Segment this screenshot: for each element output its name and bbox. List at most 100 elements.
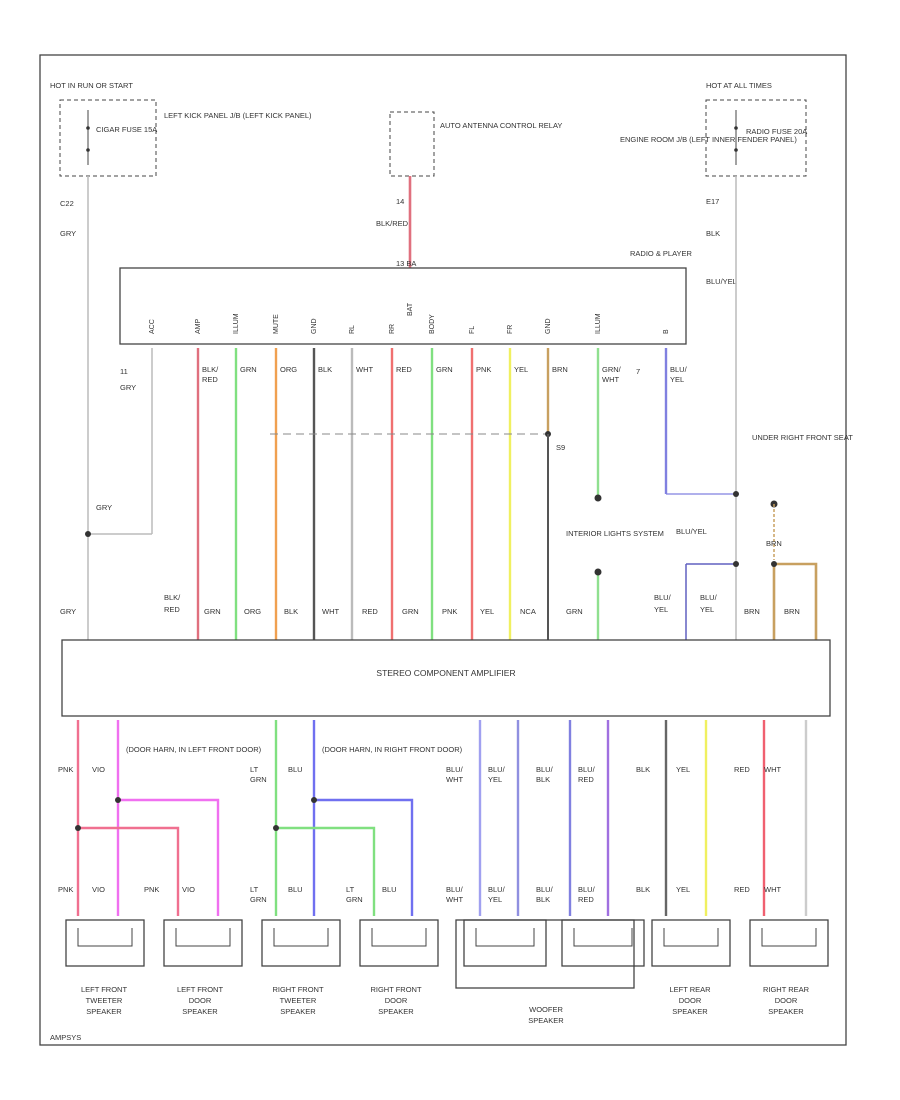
radio-pin-illum: ILLUM — [233, 313, 240, 334]
main-wire-group: BLK/RED GRN ORG BLK WHT RED GRN PNK YEL BRN GRN/WH… — [120, 348, 688, 640]
top-wire-label-11: BLU/ — [670, 365, 688, 374]
lower-wire-label-bot-2: LT — [250, 885, 259, 894]
under-seat-label: UNDER RIGHT FRONT SEAT — [752, 433, 853, 442]
footer-code: AMPSYS — [50, 1033, 81, 1042]
lower-wire-label-6: BLU/ — [536, 765, 554, 774]
radio-fuse-label: RADIO FUSE 20A — [746, 127, 807, 136]
top-wire-label-0: RED — [202, 375, 218, 384]
speaker-name-2: RIGHT FRONT — [272, 985, 324, 994]
s9-label: S9 — [556, 443, 565, 452]
speaker-name-2: TWEETER — [280, 996, 317, 1005]
speaker-name-5: SPEAKER — [672, 1007, 708, 1016]
lower-wire-label-5: YEL — [488, 775, 502, 784]
bottom-wire-label-2: ORG — [244, 607, 261, 616]
interior-lights-label: INTERIOR LIGHTS SYSTEM — [566, 529, 664, 538]
lower-wire-label-bot-11: WHT — [764, 885, 781, 894]
speaker-box-6 — [651, 919, 731, 967]
antenna-relay-block: AUTO ANTENNA CONTROL RELAY 14 BLK/RED — [376, 111, 562, 268]
bottom-wire-label-12: BLU/ — [700, 593, 718, 602]
lower-wire-label-4: BLU/ — [446, 765, 464, 774]
bottom-wire-label-3: BLK — [284, 607, 298, 616]
lower-wire-label-4: WHT — [446, 775, 463, 784]
top-wire-label-8: YEL — [514, 365, 528, 374]
radio-pin-body: BODY — [429, 314, 436, 334]
top-wire-label-4: WHT — [356, 365, 373, 374]
radio-pin-illum: ILLUM — [595, 313, 602, 334]
speaker-name-1: SPEAKER — [182, 1007, 218, 1016]
speaker-name-0: LEFT FRONT — [81, 985, 128, 994]
radio-pin-gnd: GND — [545, 318, 552, 334]
radio-pin-fl: FL — [469, 326, 476, 334]
blk-label: BLK — [706, 229, 720, 238]
lower-wire-label-3: BLU — [288, 765, 303, 774]
bottom-wire-label-9: NCA — [520, 607, 536, 616]
radio-pin-mute: MUTE — [273, 314, 280, 334]
speaker-wire-group: PNKPNKVIOVIOLTGRNLTGRNBLUBLUBLU/WHTBLU/W… — [58, 720, 808, 916]
lower-wire-label-6: BLK — [536, 775, 550, 784]
speaker-name-4: WOOFER — [529, 1005, 563, 1014]
top-wire-label-10: GRN/ — [602, 365, 622, 374]
bottom-wire-label-4: WHT — [322, 607, 339, 616]
speaker-name-3: SPEAKER — [378, 1007, 414, 1016]
top-wire-label-11: YEL — [670, 375, 684, 384]
speaker-name-4: SPEAKER — [528, 1016, 564, 1025]
top-wire-label-7: PNK — [476, 365, 491, 374]
cigar-fuse-block: HOT IN RUN OR START CIGAR FUSE 15A LEFT … — [50, 81, 312, 177]
speaker-name-6: SPEAKER — [768, 1007, 804, 1016]
lower-wire-label-bot-4: BLU/ — [446, 885, 464, 894]
speaker-name-6: RIGHT REAR — [763, 985, 810, 994]
radio-pin-acc: ACC — [149, 319, 156, 334]
lower-wire-label-5: BLU/ — [488, 765, 506, 774]
speaker-name-5: LEFT REAR — [669, 985, 711, 994]
auto-antenna-relay-label: AUTO ANTENNA CONTROL RELAY — [440, 121, 562, 130]
top-wire-label-6: GRN — [436, 365, 453, 374]
lower-wire-label-2: LT — [250, 765, 259, 774]
radio-pin-b: B — [663, 329, 670, 334]
branch-wire-label-1: VIO — [182, 885, 195, 894]
top-wire-label-2: ORG — [280, 365, 297, 374]
bottom-wire-label-10: GRN — [566, 607, 583, 616]
bottom-wire-label-5: RED — [362, 607, 378, 616]
speaker-name-0: SPEAKER — [86, 1007, 122, 1016]
brn-label: BRN — [766, 539, 782, 548]
top-wire-label-3: BLK — [318, 365, 332, 374]
radio-pin-rl: RL — [349, 325, 356, 334]
amplifier-title: STEREO COMPONENT AMPLIFIER — [376, 668, 515, 678]
top-wire-label-1: GRN — [240, 365, 257, 374]
bottom-wire-label-8: YEL — [480, 607, 494, 616]
radio-pin-amp: AMP — [195, 319, 202, 335]
top-wire-label-5: RED — [396, 365, 412, 374]
lower-wire-label-7: RED — [578, 775, 594, 784]
bottom-wire-label-13: BRN — [744, 607, 760, 616]
diagram-border — [39, 54, 847, 1046]
hot-at-all-times-label: HOT AT ALL TIMES — [706, 81, 772, 90]
pin-11-label: 11 — [120, 367, 128, 376]
right-door-harness-label: (DOOR HARN, IN RIGHT FRONT DOOR) — [322, 745, 463, 754]
top-wire-label-10: WHT — [602, 375, 619, 384]
branch-wire-label-3: BLU — [382, 885, 397, 894]
lower-wire-label-bot-7: BLU/ — [578, 885, 596, 894]
speaker-name-1: DOOR — [189, 996, 212, 1005]
bottom-wire-label-0: BLK/ — [164, 593, 181, 602]
lower-wire-label-bot-3: BLU — [288, 885, 303, 894]
left-door-harness-label: (DOOR HARN, IN LEFT FRONT DOOR) — [126, 745, 262, 754]
speaker-box-7 — [749, 919, 829, 967]
lower-wire-label-bot-8: BLK — [636, 885, 650, 894]
lower-wire-label-bot-1: VIO — [92, 885, 105, 894]
lower-wire-label-2: GRN — [250, 775, 267, 784]
branch-wire-label-2: GRN — [346, 895, 363, 904]
speaker-name-2: SPEAKER — [280, 1007, 316, 1016]
c22-label: C22 — [60, 199, 74, 208]
engine-room-jb-label: ENGINE ROOM J/B (LEFT INNER FENDER PANEL… — [620, 135, 797, 144]
lower-wire-label-bot-4: WHT — [446, 895, 463, 904]
left-kick-jb-label: LEFT KICK PANEL J/B (LEFT KICK PANEL) — [164, 111, 312, 120]
bottom-wire-label-7: PNK — [442, 607, 457, 616]
speaker-box-1 — [163, 919, 243, 967]
speaker-box-2 — [261, 919, 341, 967]
bottom-wire-label-12: YEL — [700, 605, 714, 614]
top-wire-label-9: BRN — [552, 365, 568, 374]
left-gry-label: GRY — [60, 229, 76, 238]
bottom-wire-label-14: BRN — [784, 607, 800, 616]
